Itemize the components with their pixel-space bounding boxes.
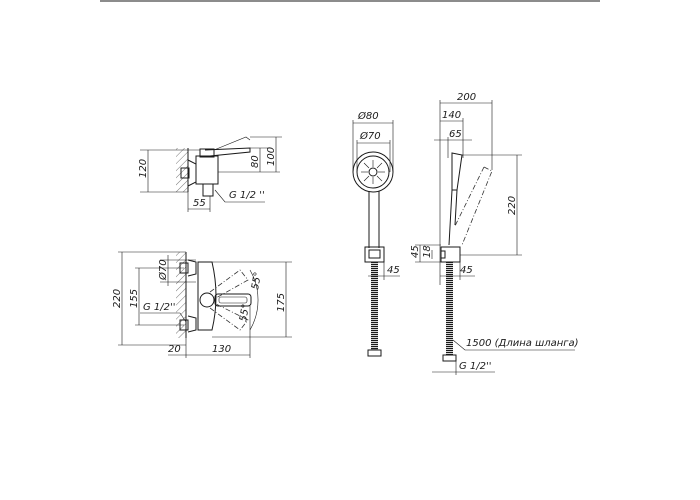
- head-outer: [352, 151, 394, 193]
- dim-18: 18: [422, 245, 433, 258]
- dim-100: 100: [266, 147, 277, 166]
- mixer-side-view: 120 80 100 55 G 1/2 '': [138, 136, 282, 212]
- lever-raised: [213, 136, 251, 151]
- dim-220: 220: [507, 196, 518, 215]
- dim-o70: Ø70: [157, 259, 169, 281]
- dim-130: 130: [212, 344, 231, 355]
- holder: [440, 246, 461, 263]
- lever-handle: [214, 293, 252, 307]
- lever-down-position: [209, 303, 249, 331]
- dim-20: 20: [168, 344, 181, 355]
- outlet: [202, 183, 214, 197]
- dim-155: 155: [129, 289, 140, 308]
- lever-hub: [199, 292, 215, 308]
- hose-nut: [442, 354, 457, 362]
- handle: [368, 191, 380, 248]
- dim-140: 140: [442, 110, 461, 121]
- dim-80: 80: [250, 155, 261, 168]
- hose: [446, 262, 453, 355]
- lever: [204, 147, 251, 157]
- dim-o70: Ø70: [359, 130, 381, 142]
- dim-120: 120: [138, 159, 149, 178]
- flange-bottom: [187, 315, 197, 333]
- mixer-front-view: 55° 55° 220 155 Ø70 G 1/2'' 175 20 130: [112, 251, 292, 358]
- hand-shower-head: [451, 152, 463, 191]
- dim-45: 45: [387, 265, 400, 276]
- flange-top: [187, 259, 197, 277]
- lever-up-position: [209, 269, 249, 299]
- dim-45-vertical: 45: [410, 245, 421, 258]
- thread-label: G 1/2 '': [229, 190, 265, 201]
- hose: [371, 262, 378, 350]
- hose-nut: [367, 349, 382, 357]
- dim-220: 220: [112, 289, 123, 308]
- angle-down: 55°: [238, 303, 252, 322]
- dim-175: 175: [276, 293, 287, 312]
- shower-front-view: Ø80 Ø70 45: [352, 110, 400, 357]
- cartridge: [199, 148, 215, 158]
- shower-side-view: 200 140 65 220 45 18 45 1500 (Длина шлан…: [410, 92, 579, 375]
- hand-shower-handle: [448, 189, 458, 246]
- angle-up: 55°: [250, 271, 264, 290]
- dim-200: 200: [457, 92, 476, 103]
- thread-label: G 1/2'': [459, 361, 492, 372]
- body: [197, 261, 217, 331]
- wall-hatch: [176, 148, 188, 192]
- hose-length-label: 1500 (Длина шланга): [466, 338, 579, 349]
- wall-hatch: [176, 252, 186, 338]
- thread-label: G 1/2'': [143, 302, 176, 313]
- hand-shower-tilted: [454, 166, 493, 246]
- dim-55: 55: [193, 198, 206, 209]
- holder: [364, 246, 385, 263]
- pipe: [180, 167, 190, 179]
- dim-65: 65: [449, 129, 462, 140]
- dim-o80: Ø80: [357, 110, 379, 122]
- body: [195, 155, 219, 185]
- dim-45-holder: 45: [460, 265, 473, 276]
